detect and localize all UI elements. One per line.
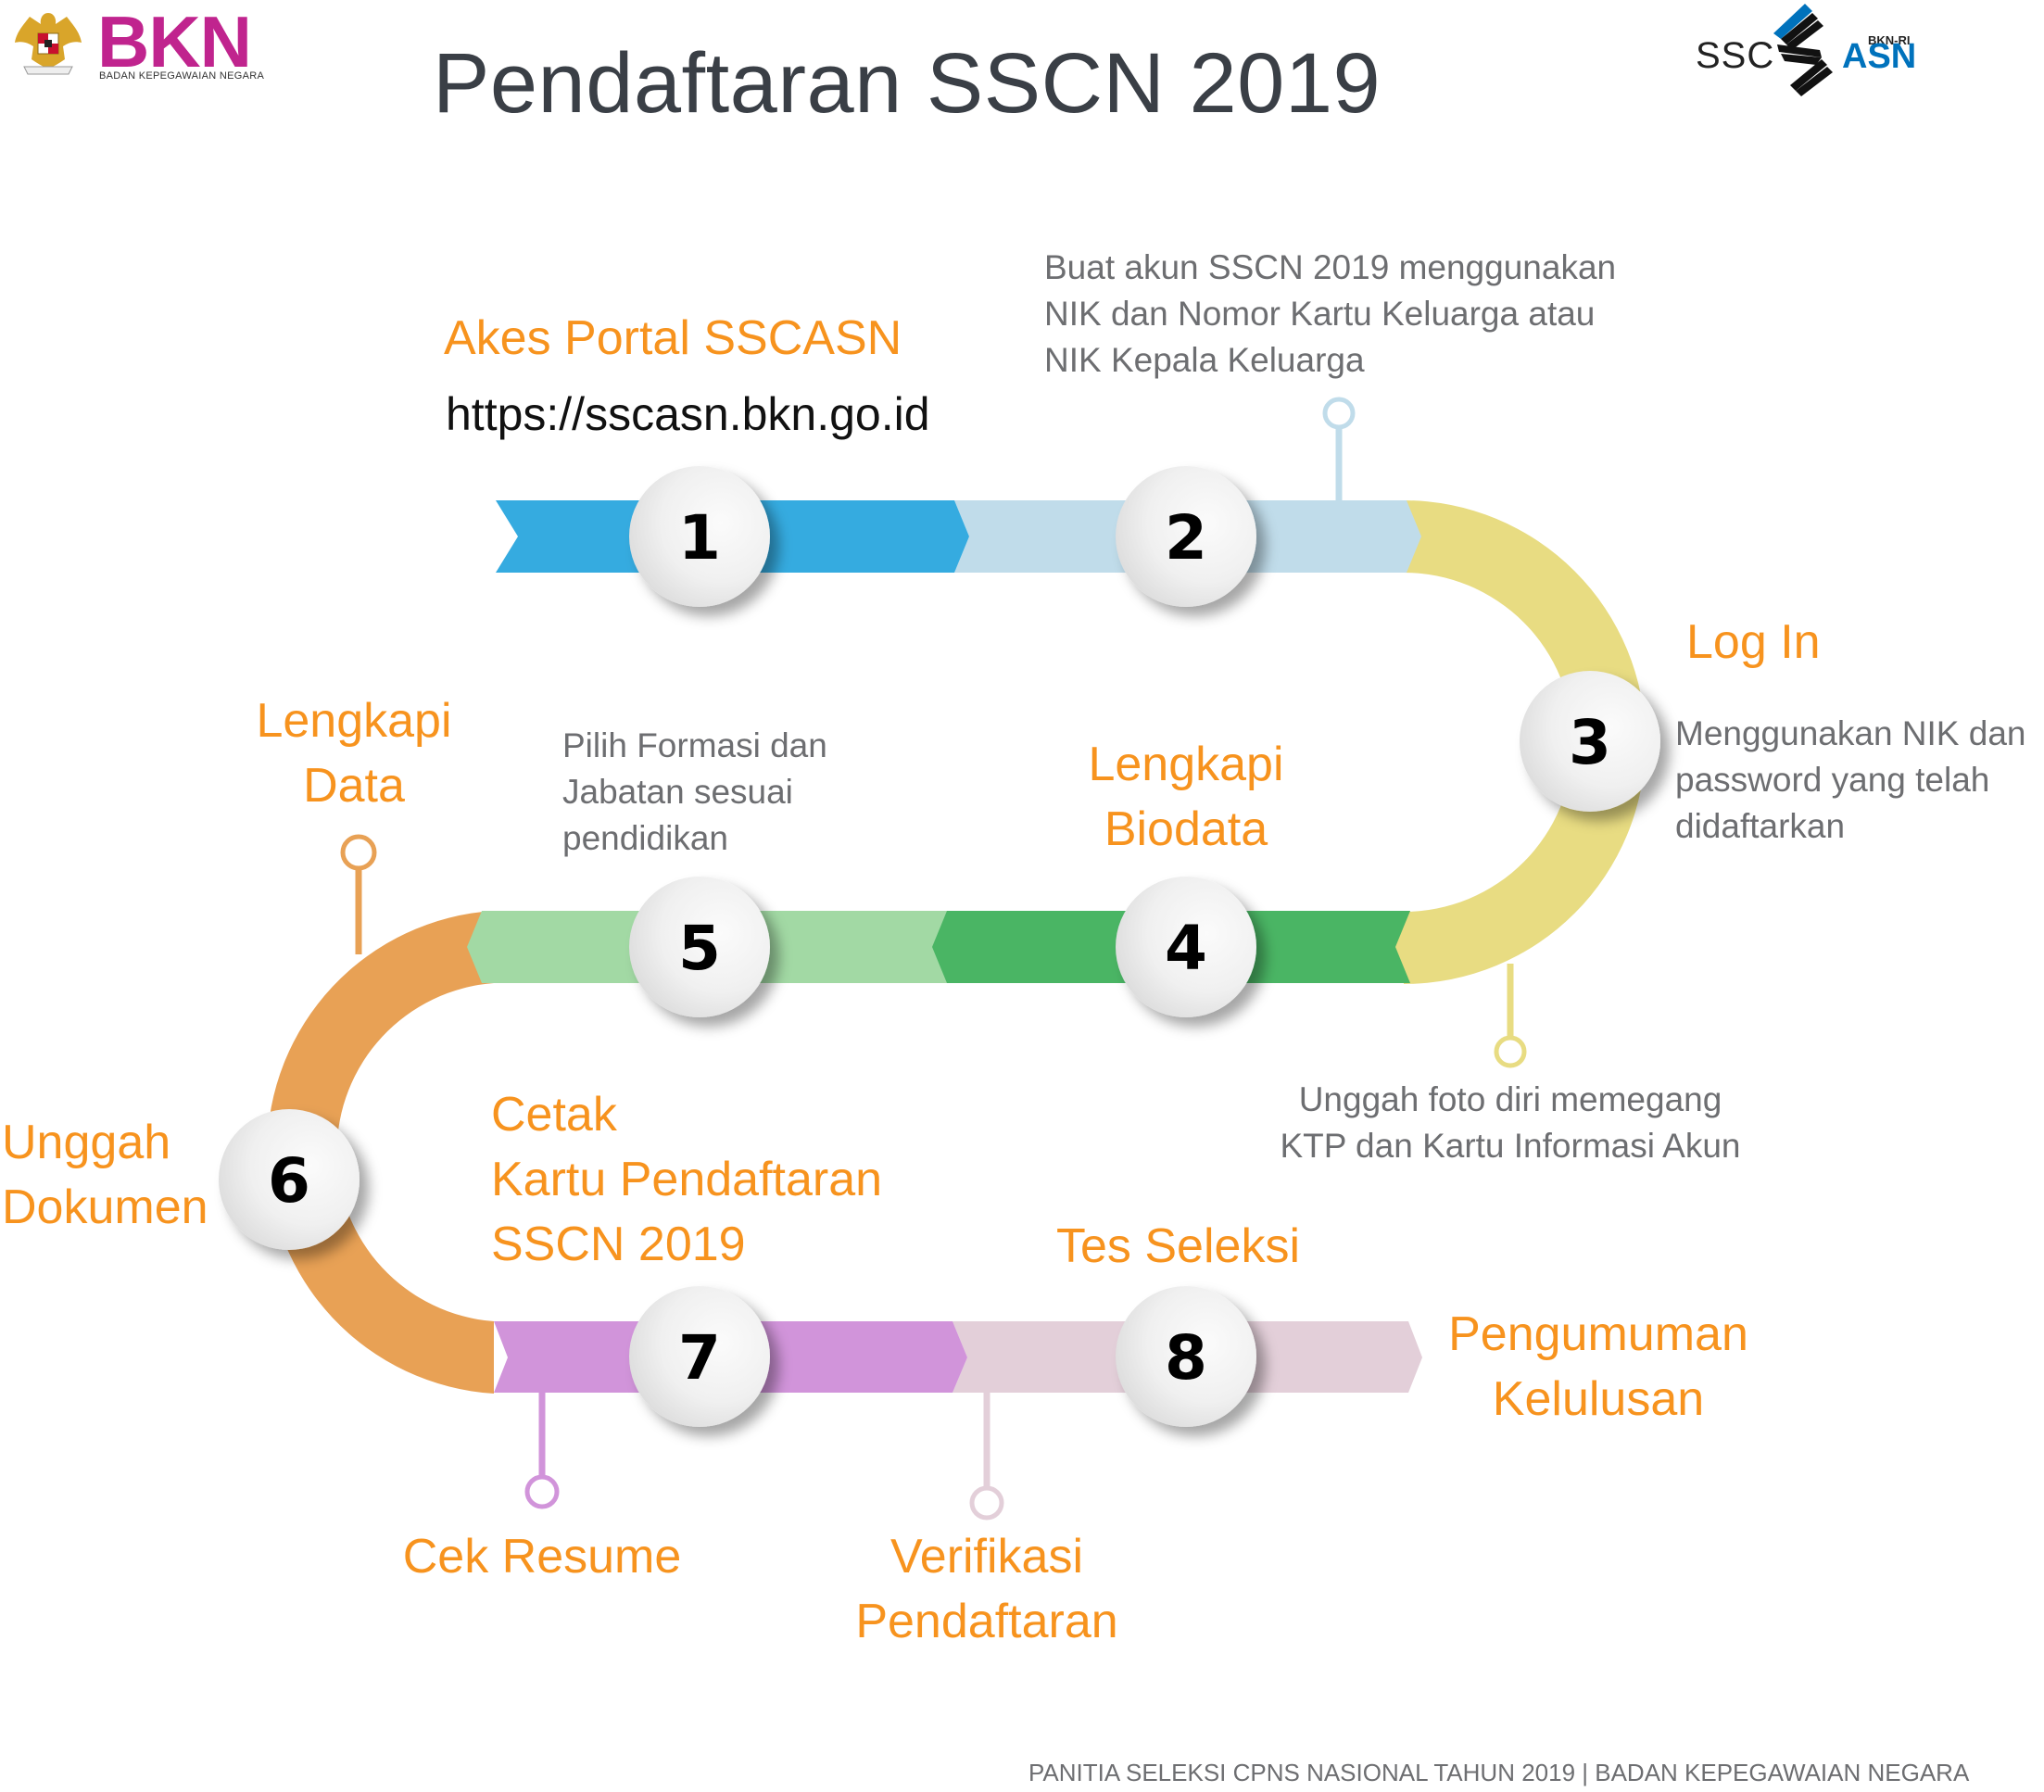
step-6-marker: 6 xyxy=(219,1109,360,1250)
bkn-logo-word: BKN xyxy=(97,1,252,82)
step-2-number: 2 xyxy=(1165,502,1207,574)
step-6-heading: Unggah Dokumen xyxy=(2,1110,208,1240)
pin-step2 xyxy=(1322,397,1356,502)
step-1-heading: Akes Portal SSCASN xyxy=(444,311,902,365)
step-8-number: 8 xyxy=(1165,1322,1207,1394)
lengkapi-data-line-2: Data xyxy=(303,759,405,813)
step-2-marker: 2 xyxy=(1116,466,1256,607)
step-6-number: 6 xyxy=(268,1145,310,1217)
bkn-logo: BKN BADAN KEPEGAWAIAN NEGARA xyxy=(9,1,269,89)
step-3-sub-line-1: Unggah foto diri memegang xyxy=(1298,1080,1722,1118)
step-6-heading-line-2: Dokumen xyxy=(2,1180,208,1234)
step-5-marker: 5 xyxy=(629,877,770,1017)
step-7-heading-line-3: SSCN 2019 xyxy=(491,1218,746,1271)
pin-cek-resume xyxy=(524,1390,560,1509)
step-3-heading: Log In xyxy=(1686,615,1821,669)
step-5-description: Pilih Formasi dan Jabatan sesuai pendidi… xyxy=(562,723,827,862)
pin-lengkapi-data xyxy=(340,834,377,954)
lengkapi-data-line-1: Lengkapi xyxy=(256,694,452,748)
step-3-line-1: Menggunakan NIK dan xyxy=(1675,714,2026,752)
step-3-line-2: password yang telah xyxy=(1675,761,1990,799)
band-step3-arc xyxy=(1404,500,1646,984)
step-4-heading-line-2: Biodata xyxy=(1104,802,1268,856)
step-8-marker: 8 xyxy=(1116,1286,1256,1427)
step-8-heading: Tes Seleksi xyxy=(1056,1219,1300,1273)
pin-verifikasi xyxy=(969,1390,1004,1521)
step-3-sub-description: Unggah foto diri memegang KTP dan Kartu … xyxy=(1260,1077,1760,1169)
pin-step3 xyxy=(1494,964,1527,1068)
ssc-logo-tag: BKN-RI xyxy=(1868,33,1911,47)
step-7-heading-line-1: Cetak xyxy=(491,1088,617,1142)
step-1-number: 1 xyxy=(678,502,721,574)
footer-text: PANITIA SELEKSI CPNS NASIONAL TAHUN 2019… xyxy=(1028,1759,1970,1786)
ssc-logo-right: ASN xyxy=(1842,37,1917,76)
step-6-heading-line-1: Unggah xyxy=(2,1116,171,1169)
band-step6-arc xyxy=(267,911,494,1394)
step-4-heading: Lengkapi Biodata xyxy=(1047,732,1325,862)
verifikasi-heading: Verifikasi Pendaftaran xyxy=(834,1524,1140,1654)
step-3-sub-line-2: KTP dan Kartu Informasi Akun xyxy=(1280,1127,1741,1165)
step-4-heading-line-1: Lengkapi xyxy=(1088,738,1284,791)
verifikasi-line-2: Pendaftaran xyxy=(855,1595,1118,1648)
step-5-line-3: pendidikan xyxy=(562,819,728,857)
step-5-line-1: Pilih Formasi dan xyxy=(562,726,827,764)
band-step4-tip xyxy=(1395,911,1410,983)
step-2-line-3: NIK Kepala Keluarga xyxy=(1044,341,1365,379)
step-3-description: Menggunakan NIK dan password yang telah … xyxy=(1675,711,2026,850)
ssc-logo-left: SSC xyxy=(1696,35,1775,76)
cek-resume-heading: Cek Resume xyxy=(402,1530,682,1584)
lengkapi-data-heading: Lengkapi Data xyxy=(232,688,476,818)
ssc-stripes-icon xyxy=(1773,4,1833,96)
step-2-line-2: NIK dan Nomor Kartu Keluarga atau xyxy=(1044,295,1596,333)
final-heading: Pengumuman Kelulusan xyxy=(1432,1302,1765,1432)
verifikasi-line-1: Verifikasi xyxy=(890,1530,1084,1584)
step-4-number: 4 xyxy=(1165,913,1207,984)
step-5-line-2: Jabatan sesuai xyxy=(562,773,793,811)
final-heading-line-1: Pengumuman xyxy=(1448,1307,1748,1361)
step-7-number: 7 xyxy=(678,1322,721,1394)
step-5-number: 5 xyxy=(678,913,721,984)
step-7-marker: 7 xyxy=(629,1286,770,1427)
page-title: Pendaftaran SSCN 2019 xyxy=(433,36,1382,131)
step-2-line-1: Buat akun SSCN 2019 menggunakan xyxy=(1044,248,1617,286)
step-7-heading-line-2: Kartu Pendaftaran xyxy=(491,1153,883,1206)
step-4-marker: 4 xyxy=(1116,877,1256,1017)
step-2-description: Buat akun SSCN 2019 menggunakan NIK dan … xyxy=(1044,245,1616,384)
step-3-marker: 3 xyxy=(1520,671,1660,812)
step-1-url[interactable]: https://sscasn.bkn.go.id xyxy=(446,388,930,440)
step-3-line-3: didaftarkan xyxy=(1675,807,1846,845)
garuda-emblem-icon xyxy=(15,13,82,75)
bkn-logo-subtitle: BADAN KEPEGAWAIAN NEGARA xyxy=(99,70,265,82)
final-heading-line-2: Kelulusan xyxy=(1492,1372,1705,1426)
step-7-heading: Cetak Kartu Pendaftaran SSCN 2019 xyxy=(491,1082,882,1277)
step-1-marker: 1 xyxy=(629,466,770,607)
step-3-number: 3 xyxy=(1569,707,1611,778)
